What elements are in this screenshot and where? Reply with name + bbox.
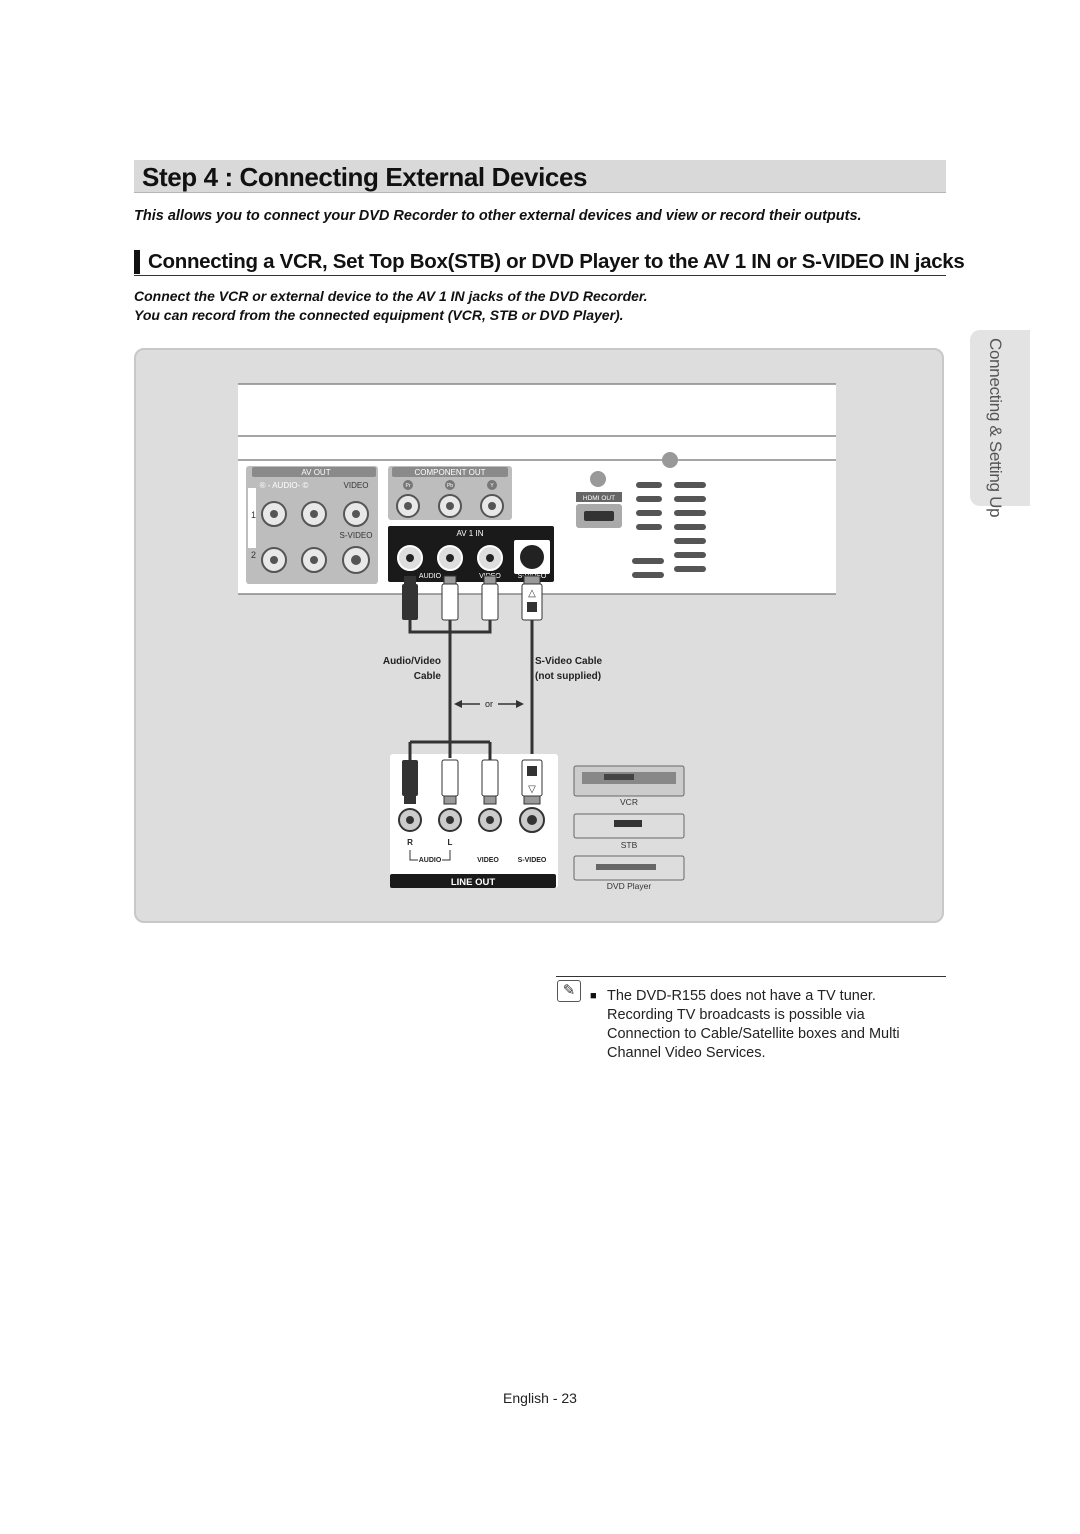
av-out-audio-label: ® - AUDIO- © [260, 481, 309, 490]
connection-diagram: AV OUT ® - AUDIO- © VIDEO 1 2 S-VIDEO CO… [238, 383, 836, 891]
side-tab-label: Connecting & Setting Up [986, 338, 1005, 518]
av1-in-label: AV 1 IN [457, 529, 484, 538]
page-title: Step 4 : Connecting External Devices [142, 162, 588, 192]
screw-icon [590, 471, 606, 487]
note-rule [556, 976, 946, 977]
row-2-label: 2 [251, 550, 256, 560]
av-cable-label-2: Cable [414, 671, 442, 682]
hdmi-out-label: HDMI OUT [583, 495, 615, 502]
stb-illustration [573, 813, 685, 839]
dvd-player-illustration [573, 855, 685, 881]
av-cable-plugs-top: △ [402, 575, 543, 621]
section-line-1: Connect the VCR or external device to th… [134, 288, 648, 304]
page-number: English - 23 [503, 1390, 577, 1406]
note-bullet: ■ [590, 990, 597, 1002]
screw-icon [662, 452, 678, 468]
line-out-label: LINE OUT [451, 877, 496, 888]
row-1-label: 1 [251, 510, 256, 520]
side-tab[interactable] [970, 330, 1030, 506]
jack-l-label: L [448, 838, 453, 847]
section-title: Connecting a VCR, Set Top Box(STB) or DV… [148, 250, 965, 273]
intro-text: This allows you to connect your DVD Reco… [134, 208, 862, 224]
line-out-bar [390, 874, 556, 888]
comp-pb-label: Pb [447, 483, 453, 489]
comp-y-label: Y [490, 483, 494, 489]
line-video-label: VIDEO [477, 857, 499, 864]
line-out-box [390, 754, 558, 888]
line-svideo-label: S-VIDEO [518, 857, 547, 864]
av1-in-block [388, 526, 554, 582]
section-marker [134, 250, 140, 274]
note-pencil-icon: ✎ [557, 980, 581, 1002]
sv-cable-label-1: S-Video Cable [535, 656, 602, 667]
av1-audio-label: AUDIO [419, 573, 442, 580]
av-cable-plugs-bottom: ▽ [402, 759, 543, 805]
av-out-label: AV OUT [301, 468, 330, 477]
sv-cable-label-2: (not supplied) [535, 671, 601, 682]
section-line-2: You can record from the connected equipm… [134, 307, 624, 323]
stb-label: STB [621, 840, 638, 850]
av-out-video-label: VIDEO [344, 481, 369, 490]
dvd-player-label: DVD Player [607, 881, 652, 891]
comp-pr-label: Pr [406, 483, 411, 489]
section-rule [134, 275, 946, 276]
jack-r-label: R [407, 838, 413, 847]
svg-text:▽: ▽ [528, 784, 536, 795]
component-out-label: COMPONENT OUT [415, 468, 486, 477]
note-text: The DVD-R155 does not have a TV tuner. R… [607, 988, 900, 1061]
vcr-label: VCR [620, 797, 638, 807]
or-label: or [485, 699, 493, 709]
vcr-illustration [573, 765, 685, 797]
av1-svideo-jack [520, 545, 544, 569]
av-out-svideo-label: S-VIDEO [340, 531, 373, 540]
line-audio-label: AUDIO [419, 857, 442, 864]
svg-text:△: △ [528, 588, 536, 599]
av-cable-label-1: Audio/Video [383, 656, 441, 667]
step-title-bar [134, 160, 946, 193]
